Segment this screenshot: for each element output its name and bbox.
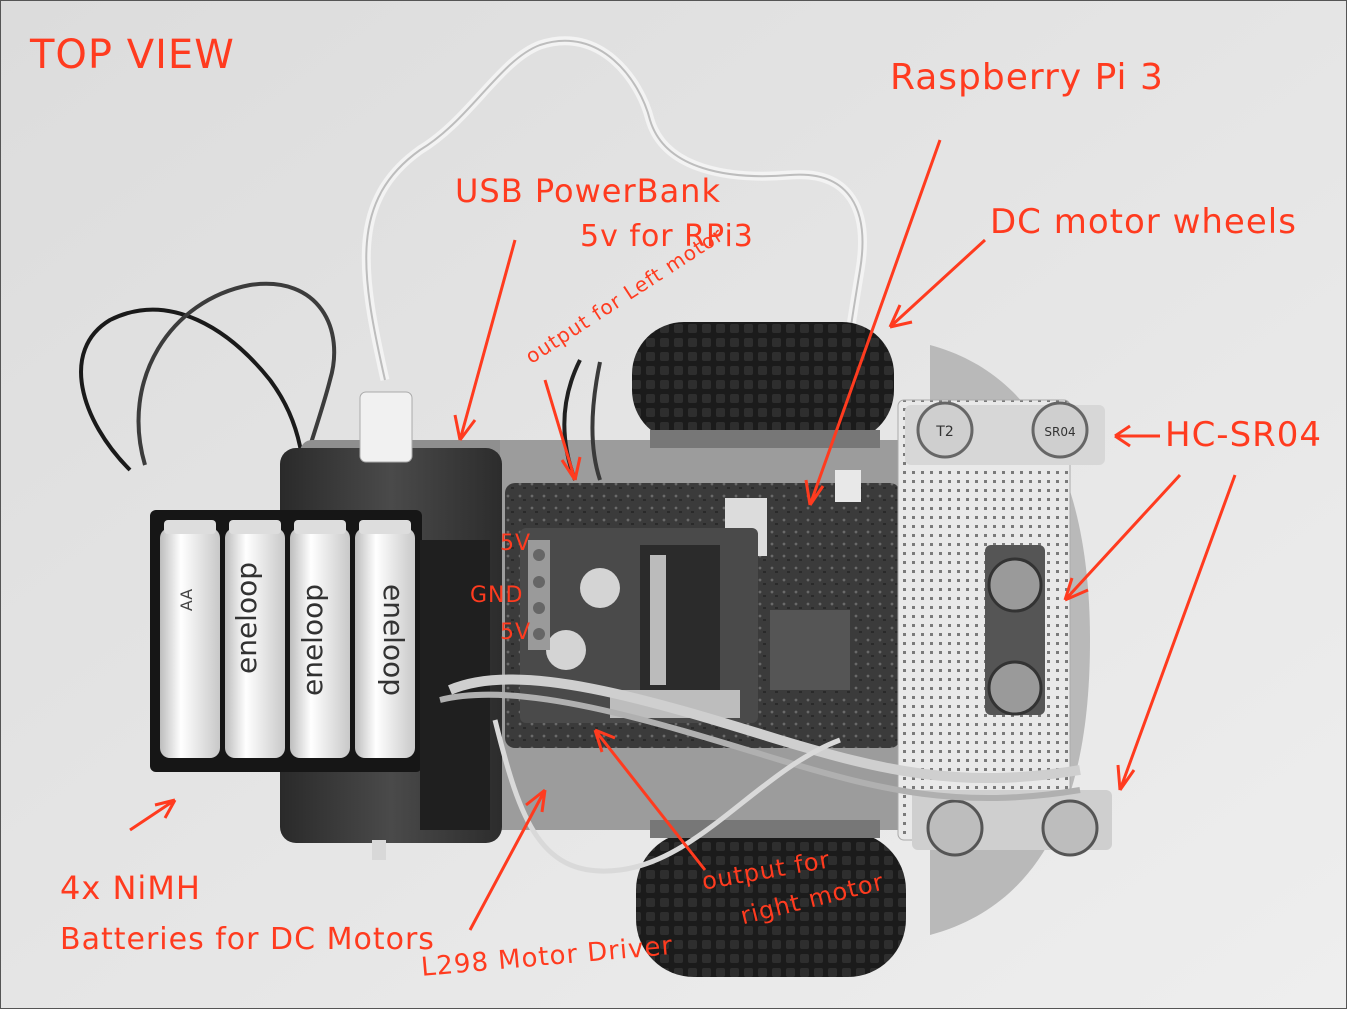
sensor-marking: SR04 [1044, 425, 1075, 439]
pin-5v-top-label: 5V [500, 531, 532, 556]
ultrasonic-sensor-rear [912, 790, 1112, 857]
sensor-label: HC-SR04 [1165, 415, 1323, 455]
left-wheel [632, 322, 894, 448]
l298-motor-driver [520, 528, 758, 723]
arrow-sensor-rear [1116, 474, 1237, 791]
battery-brand-text: eneloop [296, 584, 329, 696]
arrow-left-motor [543, 379, 582, 481]
battery-cell [355, 528, 415, 758]
jumper-wire [492, 719, 841, 874]
dc-motor-wheels-label: DC motor wheels [990, 202, 1297, 242]
batteries-label: 4x NiMH [60, 869, 201, 907]
arrow-power-bank [453, 239, 517, 441]
power-bank-label: USB PowerBank [455, 172, 721, 210]
battery-cell [160, 528, 220, 758]
screw-terminal [528, 540, 550, 650]
usb-plug [359, 391, 413, 463]
battery-brand-text: eneloop [377, 584, 410, 696]
battery-pack: eneloop eneloop eneloop AA [150, 510, 422, 772]
battery-cell [290, 528, 350, 758]
capacitor [580, 568, 620, 608]
ultrasonic-sensor-front: T2 SR04 [905, 401, 1105, 465]
soc-chip [770, 610, 850, 690]
arrow-batteries [129, 798, 177, 832]
ultrasonic-sensor-middle [985, 545, 1045, 716]
arrow-raspberry-pi [804, 139, 942, 506]
capacitor [546, 630, 586, 670]
battery-cell [225, 528, 285, 758]
sensor-marking: T2 [935, 424, 953, 440]
raspberry-pi-label: Raspberry Pi 3 [890, 57, 1164, 98]
power-bank-sublabel: 5v for RPi3 [580, 219, 754, 254]
battery-brand-text: eneloop [230, 562, 263, 674]
pin-gnd-label: GND [470, 583, 524, 608]
battery-lead-red [136, 281, 337, 521]
arrow-dc-motor [888, 238, 987, 329]
arrow-sensor-front [1114, 424, 1160, 448]
arrow-right-motor [593, 728, 707, 871]
annotation-arrows [129, 139, 1237, 931]
pin-5v-bottom-label: 5V [500, 620, 532, 645]
micro-usb-plug [835, 470, 861, 502]
batteries-sublabel: Batteries for DC Motors [60, 922, 435, 957]
jumper-ribbon [448, 674, 1081, 784]
arrow-motor-driver [468, 788, 547, 931]
battery-size-text: AA [177, 589, 196, 611]
arrow-sensor-middle [1063, 473, 1182, 602]
view-title: TOP VIEW [30, 32, 235, 78]
